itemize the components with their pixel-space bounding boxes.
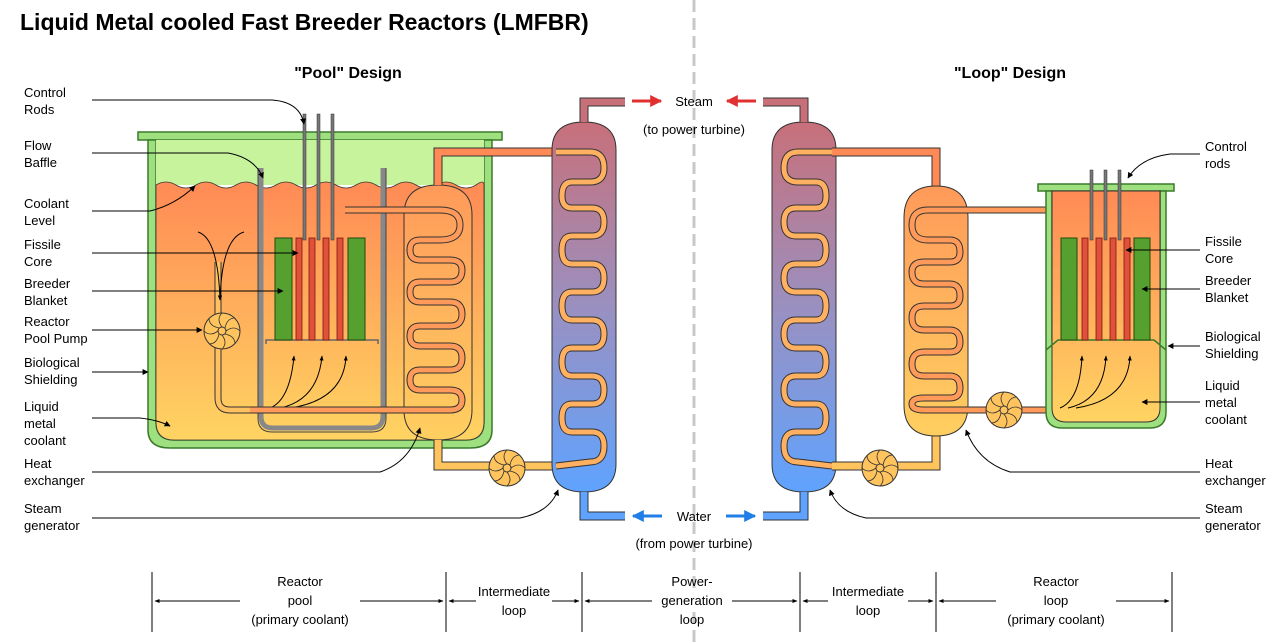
pool-steam-generator (551, 97, 625, 521)
label-loop-breeder-blanket: Breeder (1205, 273, 1252, 288)
loop-breeder-blanket-left (1060, 237, 1078, 341)
label-loop-biological-shielding: Biological (1205, 329, 1261, 344)
label-biological-shielding: Biological (24, 355, 80, 370)
loop-control-rods (1089, 169, 1122, 241)
label-loop-liquid-metal-coolant: Liquid (1205, 378, 1240, 393)
label-loop-steam-generator: Steam (1205, 501, 1243, 516)
label-reactor-pool-pump: Reactor (24, 314, 70, 329)
pool-heat-exchanger (250, 184, 473, 441)
loop-liquid-metal-coolant (1051, 190, 1161, 423)
pool-reactor (137, 113, 503, 449)
label-loop-heat-exchanger: Heat (1205, 456, 1233, 471)
loop-steam-generator (763, 97, 837, 521)
label-loop-control-rods: Control (1205, 139, 1247, 154)
label-heat-exchanger: Heat (24, 456, 52, 471)
label-coolant-level: Coolant (24, 196, 69, 211)
diagram-title: Liquid Metal cooled Fast Breeder Reactor… (20, 9, 589, 35)
label-liquid-metal-coolant: Liquid (24, 399, 59, 414)
water-note: (from power turbine) (635, 536, 752, 551)
pool-control-rods (302, 113, 335, 241)
pool-breeder-blanket-right (347, 237, 366, 341)
loop-fissile-core (1081, 237, 1131, 341)
label-loop-fissile-core: Fissile (1205, 234, 1242, 249)
pool-intermediate-loop (433, 147, 565, 487)
label-control-rods: Control (24, 85, 66, 100)
steam-label: Steam (675, 94, 713, 109)
loop-reactor (1037, 169, 1175, 429)
label-fissile-core: Fissile (24, 237, 61, 252)
pool-design-heading: "Pool" Design (294, 65, 402, 82)
loop-heat-exchanger (903, 185, 1080, 437)
loop-design-heading: "Loop" Design (954, 65, 1066, 82)
loop-intermediate-loop (832, 147, 941, 487)
water-label: Water (677, 509, 712, 524)
pool-fissile-core (295, 237, 344, 341)
pool-liquid-metal-coolant (155, 181, 485, 441)
label-steam-generator: Steam (24, 501, 62, 516)
flow-baffle (257, 168, 387, 433)
steam-note: (to power turbine) (643, 122, 745, 137)
label-flow-baffle: Flow (24, 138, 52, 153)
label-breeder-blanket: Breeder (24, 276, 71, 291)
